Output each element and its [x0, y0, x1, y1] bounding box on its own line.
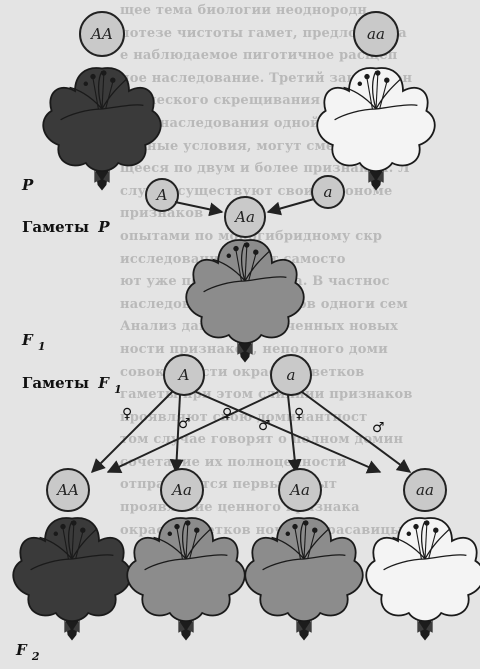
background-text-line: ности признаков, неполного доми	[120, 341, 388, 357]
f2-flower-3	[244, 517, 364, 641]
female-symbol: ♀	[122, 406, 132, 422]
background-text-line: е наблюдаемое пиготичное расщеп	[120, 48, 398, 64]
f2-genotype-label: Aa	[170, 481, 192, 499]
generation-f1-subscript: 1	[38, 340, 46, 353]
male-symbol: ♂	[178, 416, 191, 432]
gametes-p-label: Гаметы P	[22, 218, 110, 236]
gamete-a-label: a	[324, 183, 333, 201]
f2-genotype-circle-1: AA	[46, 468, 90, 512]
f1-flower	[185, 239, 305, 363]
sex-symbols: ♀ ♂ ♀ ♂ ♀ ♂	[122, 406, 385, 436]
parent-recessive-genotype-label: aa	[367, 25, 385, 43]
f1-genotype-circle: Aa	[224, 196, 266, 238]
f2-genotype-circle-3: Aa	[278, 468, 322, 512]
generation-f2-label: F 2	[15, 641, 40, 663]
parent-dominant-genotype-label: AA	[89, 25, 113, 43]
gametes-p-symbol: P	[97, 218, 110, 236]
arrow-gamete-A-to-f1	[174, 201, 224, 217]
gamete-A-label: A	[155, 186, 168, 204]
background-text-line: потезе чистоты гамет, предложенна	[120, 25, 407, 41]
arrow-gamete-a-to-f1	[266, 198, 315, 216]
gametes-p-word: Гаметы	[22, 218, 89, 236]
background-text-line: том случае говорят о полном домин	[120, 432, 404, 448]
female-symbol: ♀	[222, 406, 232, 422]
gamete-A-circle: A	[145, 178, 179, 212]
gametes-f1-label: Гаметы F 1	[22, 374, 122, 396]
gametes-f1-word: Гаметы	[22, 374, 89, 392]
f2-genotype-label: AA	[55, 481, 79, 499]
f2-genotype-circle-2: Aa	[160, 468, 204, 512]
generation-f2-subscript: 2	[31, 650, 40, 663]
parent-dominant-genotype-circle: AA	[79, 11, 125, 57]
parent-recessive-flower	[316, 67, 436, 191]
background-text-line: щееся по двум и более признакам. Л	[120, 161, 410, 177]
parent-recessive-genotype-circle: aa	[353, 11, 399, 57]
f2-flower-1	[12, 517, 132, 641]
f2-genotype-circle-4: aa	[403, 468, 447, 512]
f2-flower-2	[126, 517, 246, 641]
male-symbol: ♂	[258, 418, 271, 434]
female-symbol: ♀	[294, 406, 304, 422]
f1-genotype-label: Aa	[233, 208, 255, 226]
f2-flower-4	[365, 517, 480, 641]
gametes-f1-subscript: 1	[114, 383, 122, 396]
background-text-line: проявляют свою доминантност	[120, 409, 368, 425]
f2-genotype-label: Aa	[288, 481, 310, 499]
generation-f2-symbol: F	[15, 641, 28, 659]
gamete-a-circle: a	[311, 175, 345, 209]
background-text-line: признаков	[120, 206, 204, 222]
cross-arrows	[91, 391, 412, 474]
f1-gamete-a-circle: a	[270, 354, 312, 396]
generation-f1-symbol: F	[21, 331, 34, 349]
background-text-line: ное наследование. Третий закон Мен	[120, 70, 413, 86]
f1-gamete-A-circle: A	[163, 354, 205, 396]
parent-dominant-flower	[42, 67, 162, 191]
generation-f1-label: F 1	[21, 331, 46, 353]
background-text-line: щее тема биологии неоднородн	[120, 3, 368, 18]
gametes-f1-symbol: F	[97, 374, 110, 392]
f1-gamete-a-label: a	[287, 366, 296, 384]
f1-gamete-A-label: A	[177, 366, 190, 384]
f2-genotype-label: aa	[416, 481, 434, 499]
generation-p-label: P	[21, 176, 34, 194]
male-symbol: ♂	[372, 420, 385, 436]
